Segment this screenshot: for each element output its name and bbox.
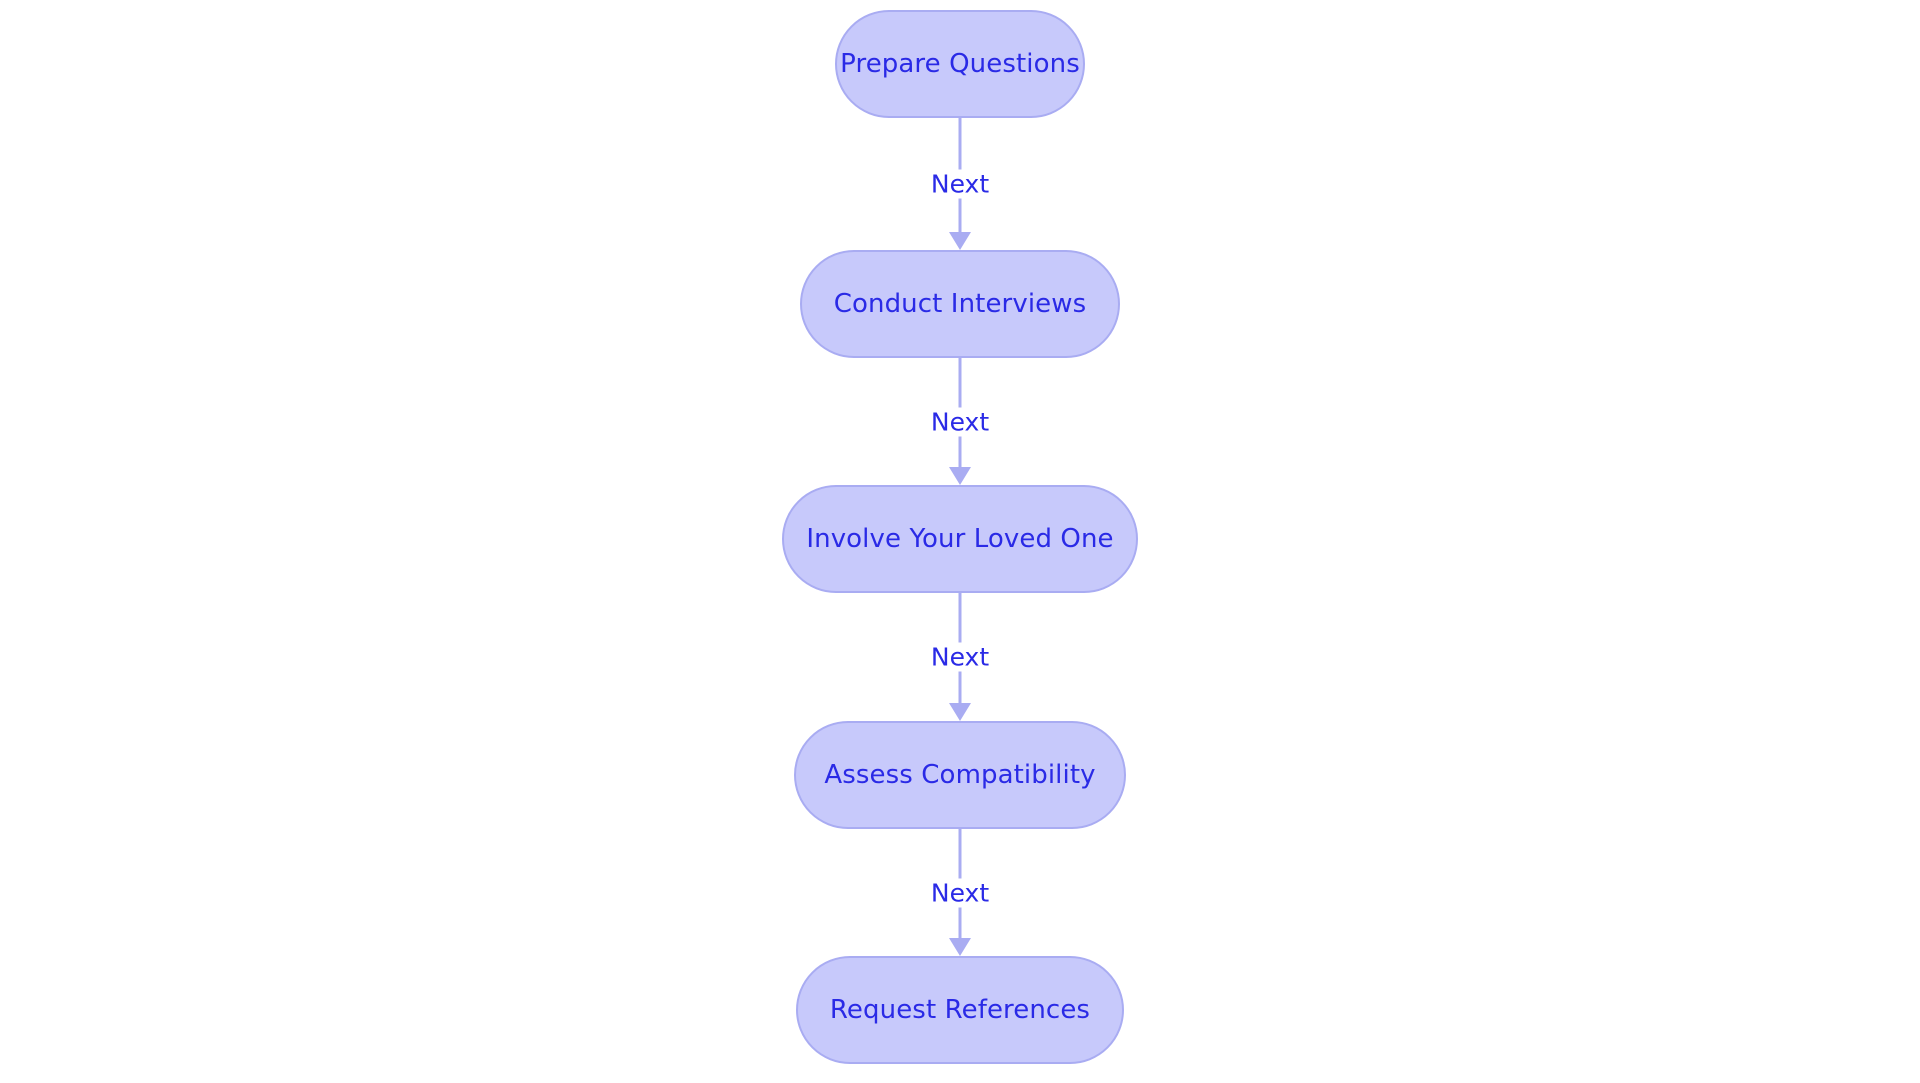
flow-node-request-references[interactable]: Request References — [796, 956, 1124, 1064]
flow-node-conduct-interviews[interactable]: Conduct Interviews — [800, 250, 1120, 358]
edge-label-3: Next — [921, 642, 999, 672]
edge-label-4: Next — [921, 878, 999, 907]
flow-connector-3: Next — [810, 593, 1110, 721]
flow-node-label: Involve Your Loved One — [806, 524, 1114, 554]
flow-node-prepare-questions[interactable]: Prepare Questions — [835, 10, 1085, 118]
flow-node-label: Assess Compatibility — [824, 760, 1096, 790]
flow-node-label: Prepare Questions — [840, 49, 1080, 79]
edge-label-2: Next — [921, 407, 999, 436]
flow-node-label: Conduct Interviews — [833, 289, 1087, 319]
flow-connector-1: Next — [810, 118, 1110, 250]
flow-node-label: Request References — [829, 995, 1091, 1025]
flow-node-involve-loved-one[interactable]: Involve Your Loved One — [782, 485, 1138, 593]
flow-connector-2: Next — [810, 358, 1110, 485]
flow-node-assess-compatibility[interactable]: Assess Compatibility — [794, 721, 1126, 829]
flow-connector-4: Next — [810, 829, 1110, 956]
edge-label-1: Next — [921, 169, 999, 199]
